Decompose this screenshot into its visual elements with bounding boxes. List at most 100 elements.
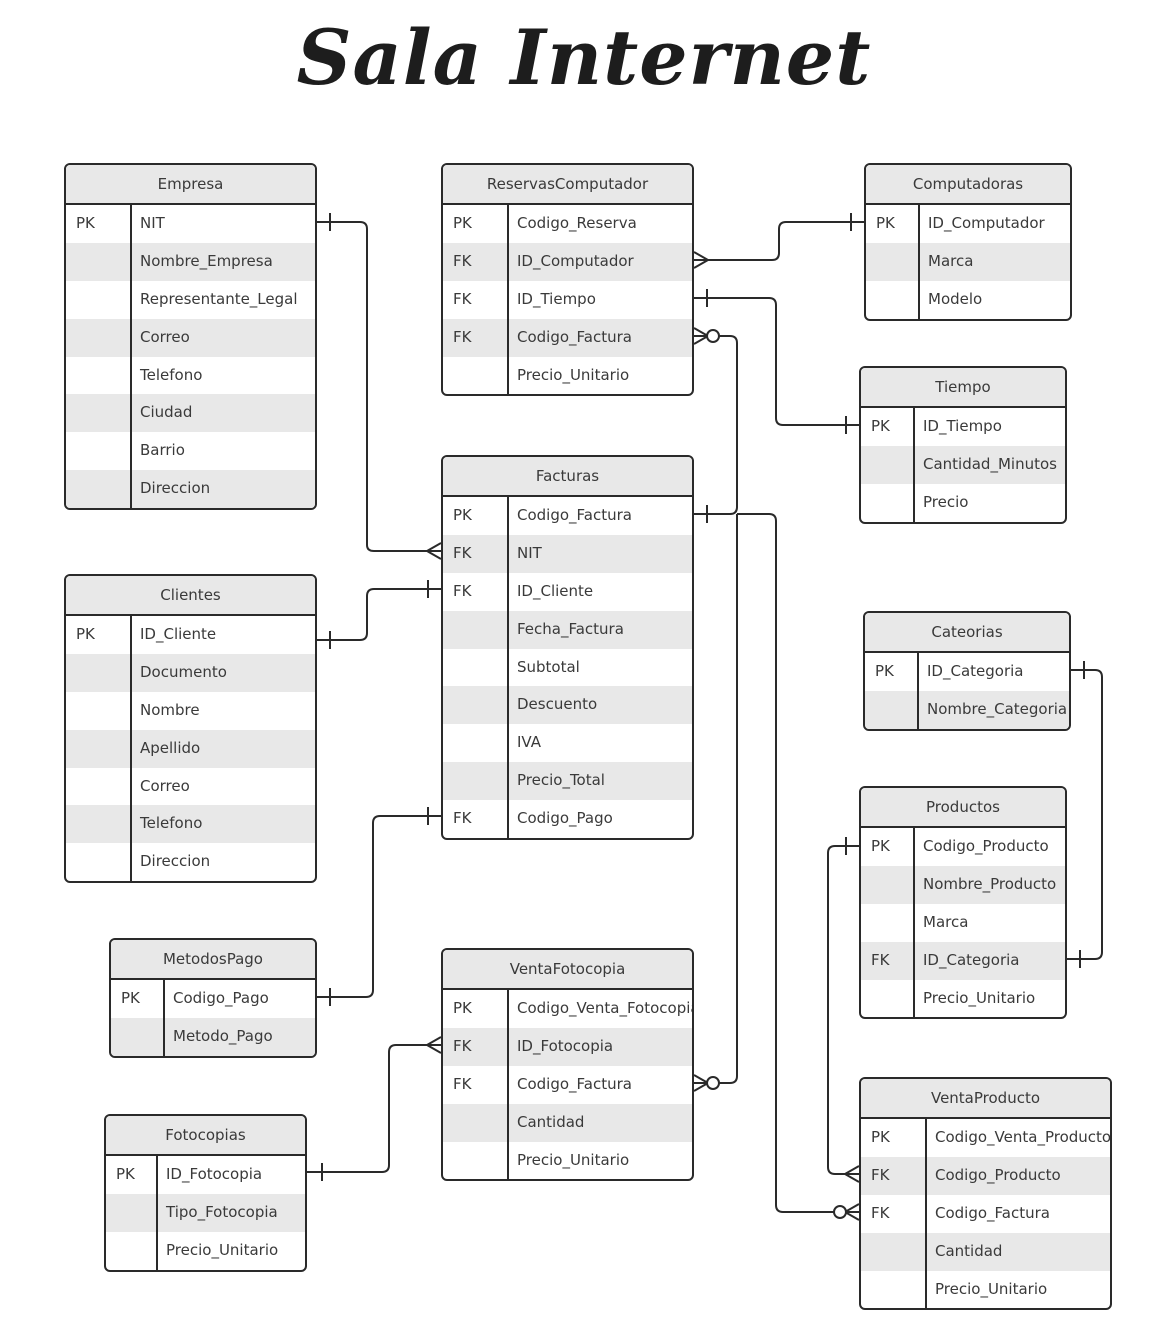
key-label [66,319,130,357]
many-marker [693,327,709,345]
field-name: Marca [923,912,969,931]
entity-title: Fotocopias [106,1116,305,1156]
field-name: ID_Categoria [923,950,1020,969]
key-label [66,843,130,881]
key-label [443,686,507,724]
key-label: PK [453,999,472,1017]
key-label [443,1104,507,1142]
relationship-line [1067,669,1103,960]
entity-row: Documento [66,653,315,692]
field-name: Codigo_Factura [517,327,632,346]
key-label [443,357,507,395]
field-name: ID_Cliente [517,581,594,600]
field-name: Ciudad [140,403,193,422]
field-name: IVA [517,733,541,752]
key-label: FK [871,950,890,969]
key-label: PK [116,1165,135,1183]
key-label: FK [453,289,472,308]
field-name: Subtotal [517,657,580,676]
entity-row: Tipo_Fotocopia [106,1193,305,1232]
field-name: Codigo_Reserva [517,214,637,232]
field-name: Telefono [140,814,203,833]
field-name: Codigo_Factura [935,1203,1050,1222]
field-name: ID_Fotocopia [517,1036,614,1055]
entity-row: Fecha_Factura [443,610,692,649]
entity-row: Precio_Unitario [106,1232,305,1270]
key-label: PK [121,989,140,1007]
field-name: Nombre_Categoria [927,699,1068,718]
entity-row: Nombre [66,692,315,730]
entity-title: Clientes [66,576,315,616]
entity-row: Precio_Unitario [443,1142,692,1180]
key-label: PK [875,662,894,680]
key-label: FK [871,1203,890,1222]
entity-row: IVA [443,724,692,762]
field-name: Metodo_Pago [173,1026,273,1045]
key-label [443,724,507,762]
key-label: FK [453,809,472,828]
key-label: FK [453,1074,472,1093]
relationship-line [827,845,859,1175]
key-label [66,281,130,319]
key-label [66,654,130,692]
key-label [106,1194,156,1232]
entity-title: MetodosPago [111,940,315,980]
entity-row: Precio_Unitario [861,980,1065,1018]
entity-row: PK Codigo_Pago [111,980,315,1018]
field-name: Precio_Unitario [517,365,630,384]
field-name: Nombre_Empresa [140,251,273,270]
key-label: PK [76,625,95,643]
entity-title: Computadoras [866,165,1070,205]
entity-row: Apellido [66,729,315,768]
field-name: ID_Computador [517,251,634,270]
field-name: ID_Tiempo [517,289,596,308]
entity-row: Correo [66,768,315,806]
field-name: Codigo_Pago [173,989,269,1007]
relationship-line [307,1044,441,1173]
entity-row: Telefono [66,357,315,395]
field-name: Cantidad [517,1112,585,1131]
entity-row: Cantidad [861,1232,1110,1271]
entity-row: Precio_Unitario [861,1271,1110,1309]
field-name: Apellido [140,738,201,757]
field-name: ID_Computador [928,214,1045,232]
entity-row: Nombre_Categoria [865,690,1069,729]
key-label [861,484,913,522]
entity-title: Tiempo [861,368,1065,408]
field-name: ID_Cliente [140,625,217,643]
relationship-line [694,221,864,261]
field-name: Fecha_Factura [517,619,624,638]
key-label [66,805,130,843]
entity-row: Descuento [443,686,692,725]
field-name: Codigo_Producto [935,1165,1061,1184]
many-marker [426,1036,442,1054]
diagram-title: Sala Internet [296,13,872,102]
entity-row: Marca [866,242,1070,281]
entity-row: Representante_Legal [66,281,315,319]
field-name: Documento [140,662,227,681]
field-name: Precio_Unitario [923,988,1036,1007]
field-name: Precio_Unitario [517,1150,630,1169]
key-label [861,1271,925,1309]
entity-row: Correo [66,318,315,357]
entity-row: FK ID_Categoria [861,941,1065,980]
